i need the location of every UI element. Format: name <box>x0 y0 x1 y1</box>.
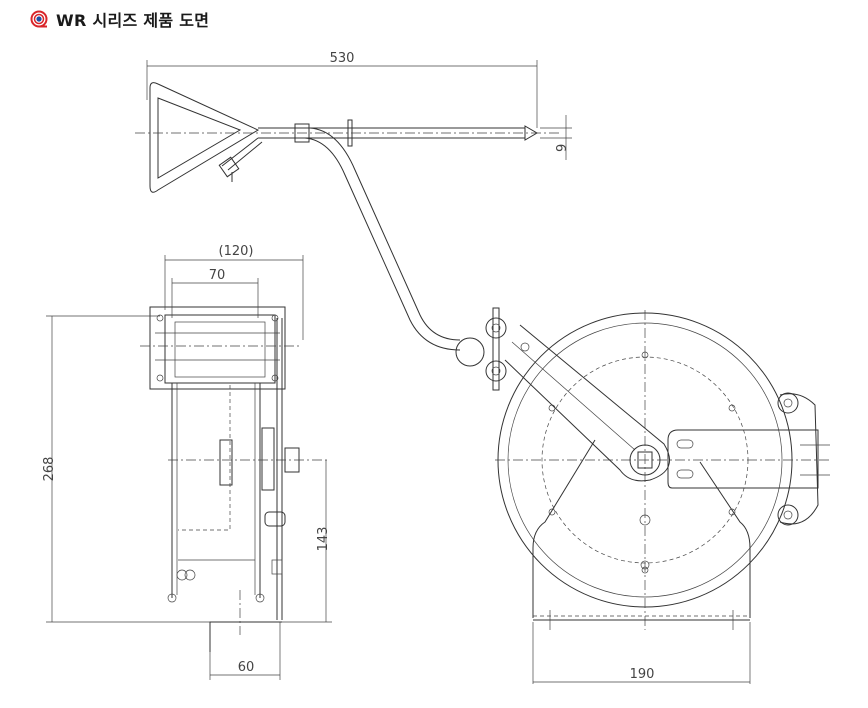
dim-nozzle-length: 530 <box>330 51 355 66</box>
dim-base-width: 190 <box>630 667 655 682</box>
page-title: WR 시리즈 제품 도면 <box>30 7 209 31</box>
nozzle-gun <box>135 82 560 193</box>
title-text: WR 시리즈 제품 도면 <box>56 11 210 30</box>
dimension-120: (120) <box>164 244 304 340</box>
dimension-268: 268 <box>42 315 210 623</box>
dim-side-inner: 70 <box>209 268 226 283</box>
dim-side-width: (120) <box>219 244 254 259</box>
dimension-70: 70 <box>171 268 259 318</box>
dim-nozzle-offset: 9 <box>555 144 570 152</box>
dimension-190: 190 <box>532 622 751 684</box>
dim-axle-height: 143 <box>316 527 331 552</box>
dimension-60: 60 <box>209 622 281 680</box>
dimension-9: 9 <box>540 115 572 160</box>
reel-logo-icon <box>30 10 48 28</box>
reel-side-view <box>140 306 330 652</box>
dimension-143: 143 <box>282 460 332 623</box>
dimension-530: 530 <box>146 51 538 128</box>
reel-front-view <box>485 307 830 630</box>
dim-base-depth: 60 <box>238 660 255 675</box>
hose <box>304 127 485 367</box>
dim-height: 268 <box>42 457 57 482</box>
